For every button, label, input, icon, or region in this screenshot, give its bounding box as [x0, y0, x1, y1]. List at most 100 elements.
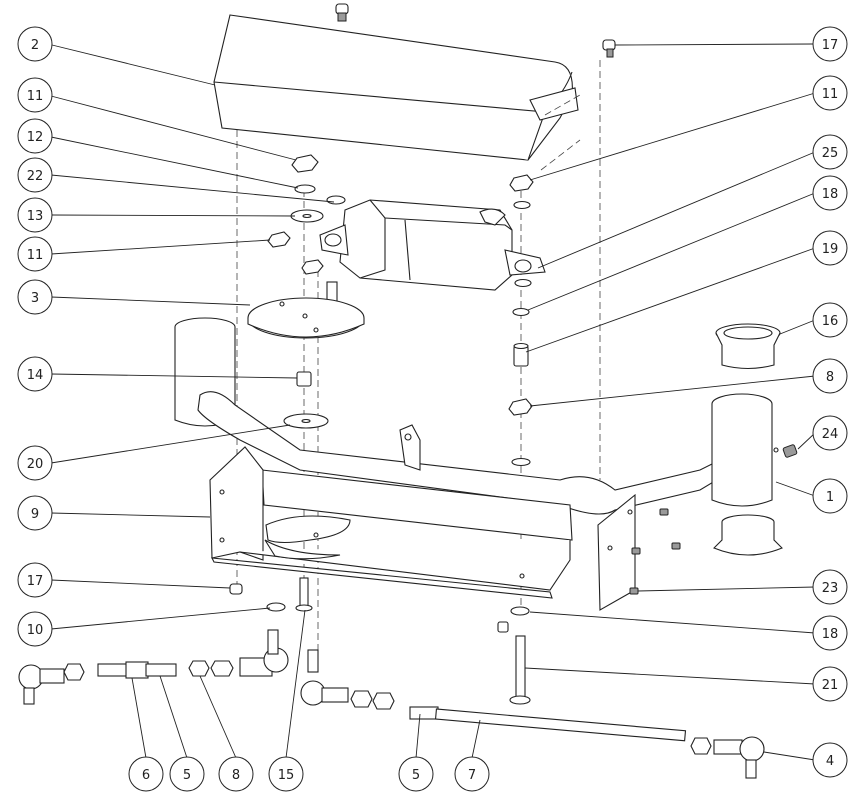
callout-2: 2 [17, 26, 53, 62]
washer-right-c [511, 457, 531, 467]
callout-21: 21 [812, 666, 848, 702]
callout-label: 23 [822, 581, 839, 596]
callout-label: 19 [822, 242, 839, 257]
rod-left [97, 660, 234, 679]
callout-23: 23 [812, 569, 848, 605]
tube-frame [174, 317, 779, 515]
long-bolt-21 [509, 635, 531, 705]
callout-label: 1 [826, 490, 834, 505]
callout-label: 8 [826, 370, 834, 385]
callout-8-right: 8 [812, 358, 848, 394]
washer-13 [290, 209, 324, 223]
callout-label: 3 [31, 291, 39, 306]
callout-13: 13 [17, 197, 53, 233]
nut-8-right [508, 398, 533, 416]
callout-label: 10 [27, 623, 44, 638]
callout-label: 9 [31, 507, 39, 522]
actuator-motor [319, 199, 546, 291]
clevis-left [239, 629, 289, 677]
callout-label: 16 [822, 314, 839, 329]
callout-label: 5 [183, 768, 191, 783]
spacer-19 [513, 342, 529, 367]
callout-label: 6 [142, 768, 150, 783]
washer-20 [283, 413, 329, 429]
callout-6: 6 [128, 756, 164, 792]
callout-label: 13 [27, 209, 44, 224]
nut-11-mid-left [267, 231, 291, 248]
callout-20: 20 [17, 445, 53, 481]
callout-5-right: 5 [398, 756, 434, 792]
callout-7: 7 [454, 756, 490, 792]
star-washer-22 [326, 195, 346, 205]
washer-12 [294, 184, 316, 194]
callout-label: 11 [27, 89, 44, 104]
callout-label: 2 [31, 38, 39, 53]
nut-11-right [509, 174, 534, 192]
callout-14: 14 [17, 356, 53, 392]
callout-9: 9 [17, 495, 53, 531]
callout-label: 7 [468, 768, 476, 783]
washer-right-b [514, 278, 532, 288]
callout-1: 1 [812, 478, 848, 514]
set-screw-24 [782, 444, 798, 458]
mounting-plate-3 [247, 297, 365, 339]
callout-3: 3 [17, 279, 53, 315]
callout-18-bottom: 18 [812, 615, 848, 651]
callout-label: 11 [27, 248, 44, 263]
leader-lines [50, 43, 816, 761]
washer-10 [266, 602, 286, 612]
screw-top-cover [335, 3, 349, 22]
callout-label: 8 [232, 768, 240, 783]
callout-15: 15 [268, 756, 304, 792]
spacer-14 [296, 371, 312, 387]
callout-label: 21 [822, 678, 839, 693]
callout-label: 20 [27, 457, 44, 472]
callout-label: 17 [27, 574, 44, 589]
callout-label: 4 [826, 754, 834, 769]
washer-18-bottom [510, 606, 530, 616]
callout-12: 12 [17, 118, 53, 154]
callout-10: 10 [17, 611, 53, 647]
callout-label: 11 [822, 87, 839, 102]
callout-label: 17 [822, 38, 839, 53]
bushing-bottom [713, 514, 783, 556]
bushing-16 [715, 323, 781, 370]
callout-label: 22 [27, 169, 44, 184]
callout-19: 19 [812, 230, 848, 266]
callout-22: 22 [17, 157, 53, 193]
bolt-15 [295, 577, 313, 612]
callout-17-left: 17 [17, 562, 53, 598]
callout-label: 24 [822, 427, 839, 442]
rod-end-left [18, 663, 85, 705]
rod-right [409, 706, 712, 755]
callout-4: 4 [812, 742, 848, 778]
callout-11-right: 11 [812, 75, 848, 111]
nut-11-top-left [291, 154, 319, 173]
small-screws-23 [629, 508, 681, 595]
rod-end-mid [300, 649, 395, 710]
callout-label: 5 [412, 768, 420, 783]
callout-16: 16 [812, 302, 848, 338]
washer-18-top [512, 307, 530, 317]
cover-housing [213, 14, 581, 161]
callout-25: 25 [812, 134, 848, 170]
screw-17-right [602, 39, 616, 58]
screw-bottom-right [497, 621, 509, 633]
callout-label: 14 [27, 368, 44, 383]
callout-18-top: 18 [812, 175, 848, 211]
callout-24: 24 [812, 415, 848, 451]
screw-17-bottom [229, 583, 243, 595]
callout-11-top-left: 11 [17, 77, 53, 113]
callout-label: 18 [822, 187, 839, 202]
callout-17-right: 17 [812, 26, 848, 62]
rod-end-right-4 [713, 736, 765, 779]
washer-right-a [513, 200, 531, 210]
callout-11-mid-left: 11 [17, 236, 53, 272]
callout-8-bottom: 8 [218, 756, 254, 792]
callout-label: 18 [822, 627, 839, 642]
callout-label: 12 [27, 130, 44, 145]
callout-label: 15 [278, 768, 295, 783]
callout-label: 25 [822, 146, 839, 161]
callout-5-left: 5 [169, 756, 205, 792]
